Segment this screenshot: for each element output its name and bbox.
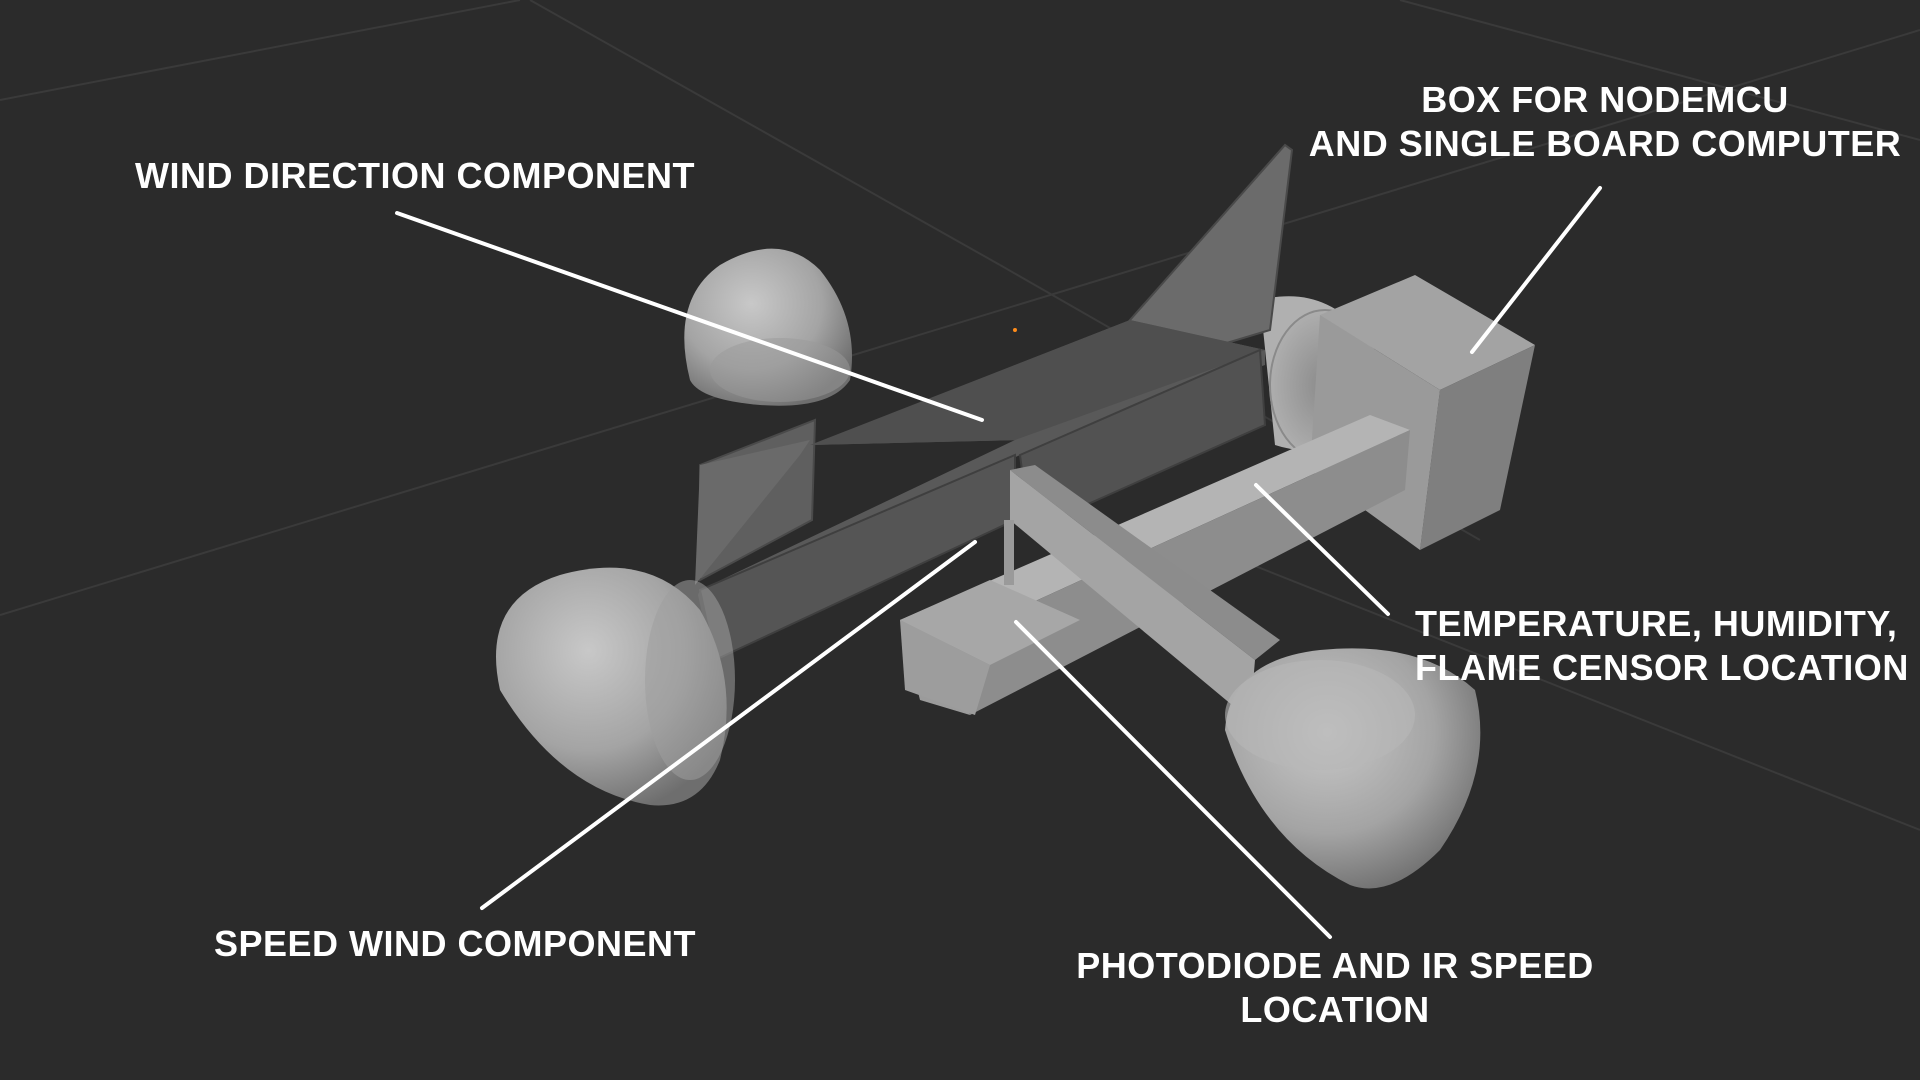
bottom-block: [900, 580, 1080, 715]
label-wind-direction: WIND DIRECTION COMPONENT: [135, 154, 695, 198]
leader-line-speed-wind: [480, 540, 977, 910]
label-photodiode-line2: LOCATION: [1240, 989, 1430, 1030]
cup-front-left: [496, 567, 735, 806]
label-box-for-nodemcu: BOX FOR NODEMCU AND SINGLE BOARD COMPUTE…: [1305, 78, 1905, 166]
cup-front-right: [1225, 648, 1481, 889]
origin-dot: [1013, 328, 1017, 332]
leader-line-photodiode: [1014, 620, 1332, 939]
cup-rear-left: [684, 248, 852, 406]
label-photodiode: PHOTODIODE AND IR SPEED LOCATION: [1035, 944, 1635, 1032]
label-speed-wind-line1: SPEED WIND COMPONENT: [214, 923, 697, 964]
label-speed-wind: SPEED WIND COMPONENT: [214, 922, 696, 966]
leader-line-wind-direction: [395, 211, 984, 422]
leader-line-temperature: [1254, 483, 1390, 616]
label-photodiode-line1: PHOTODIODE AND IR SPEED: [1076, 945, 1594, 986]
label-temperature-line1: TEMPERATURE, HUMIDITY,: [1415, 603, 1898, 644]
label-temperature-line2: FLAME CENSOR LOCATION: [1415, 647, 1909, 688]
leader-line-box: [1470, 186, 1602, 354]
label-box-line1: BOX FOR NODEMCU: [1421, 79, 1789, 120]
label-wind-direction-line1: WIND DIRECTION COMPONENT: [135, 155, 695, 196]
leader-lines: [395, 186, 1602, 939]
label-temperature: TEMPERATURE, HUMIDITY, FLAME CENSOR LOCA…: [1415, 602, 1909, 690]
label-box-line2: AND SINGLE BOARD COMPUTER: [1308, 123, 1902, 164]
speed-plates: [698, 348, 1280, 720]
